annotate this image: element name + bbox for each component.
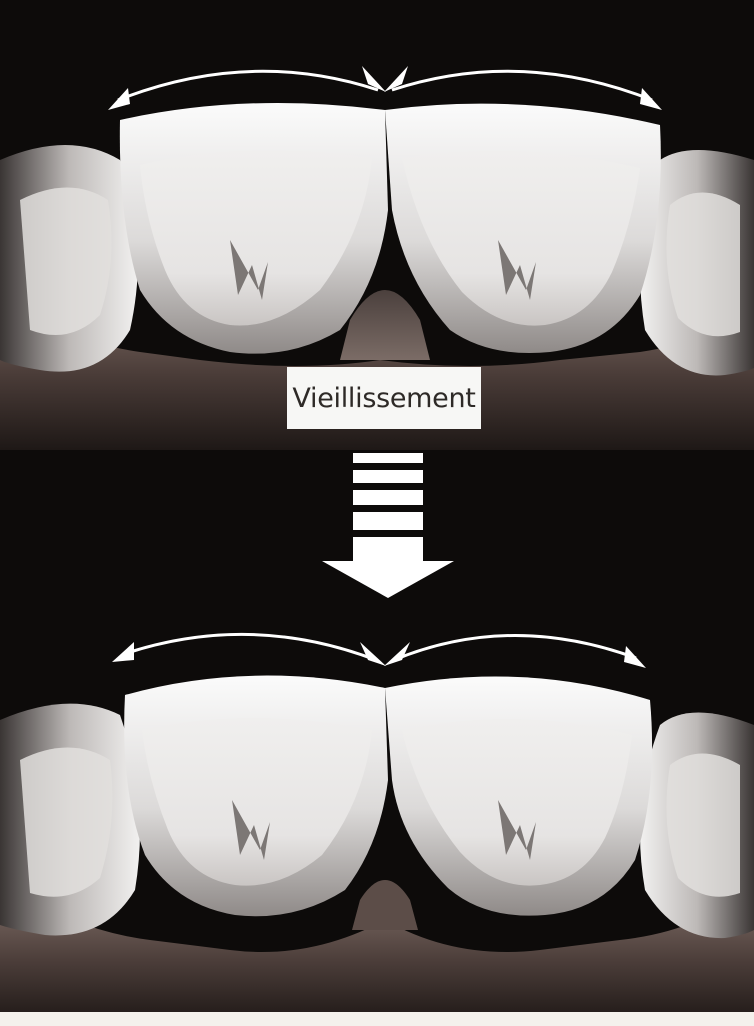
side-tooth-right-after-facet: [666, 754, 740, 897]
side-tooth-right-facet: [666, 193, 740, 337]
side-tooth-left-after-facet: [20, 748, 112, 897]
side-tooth-left-facet: [20, 188, 112, 336]
aging-label: Vieillissement: [287, 367, 481, 429]
page-margin-bottom: [0, 1012, 754, 1026]
